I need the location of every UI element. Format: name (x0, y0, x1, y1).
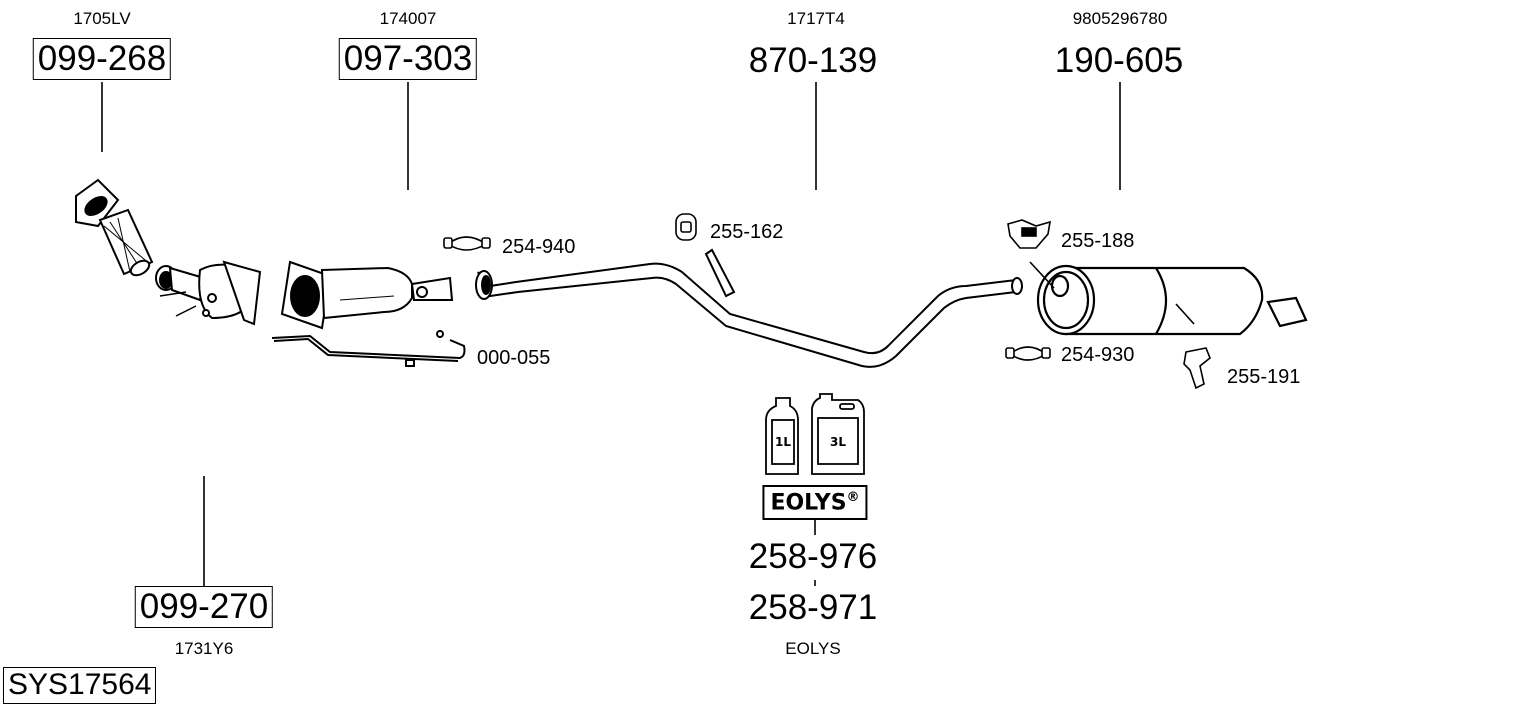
registered-mark: ® (846, 490, 860, 505)
oem-ref-190-605: 9805296780 (1072, 9, 1168, 28)
eolys-logo: EOLYS® (762, 485, 868, 521)
accessory-255-188[interactable]: 255-188 (1061, 230, 1135, 252)
particulate-filter-drawing (280, 260, 454, 330)
part-number-097-303[interactable]: 097-303 (338, 38, 478, 80)
part-number-099-270[interactable]: 099-270 (134, 586, 274, 628)
catalytic-converter-drawing (155, 260, 262, 326)
clamp-icon-254-940 (443, 236, 491, 251)
oem-ref-099-268: 1705LV (73, 9, 131, 28)
additive-bottles-drawing (765, 393, 865, 475)
eolys-caption: EOLYS (785, 639, 841, 658)
oem-ref-097-303: 174007 (379, 9, 437, 28)
system-id: SYS17564 (3, 667, 157, 704)
middle-pipe-drawing (475, 248, 1023, 368)
accessory-255-162[interactable]: 255-162 (710, 221, 784, 243)
rear-silencer-drawing (1029, 261, 1308, 336)
part-number-258-976[interactable]: 258-976 (748, 537, 878, 576)
oem-ref-099-270: 1731Y6 (174, 639, 234, 658)
canister-3l-label: 3L (830, 435, 846, 449)
eolys-logo-text: EOLYS (770, 490, 847, 516)
accessory-000-055[interactable]: 000-055 (477, 347, 551, 369)
accessory-254-940[interactable]: 254-940 (502, 236, 576, 258)
bracket-icon-255-188 (1007, 219, 1051, 249)
oem-ref-870-139: 1717T4 (787, 9, 845, 28)
clamp-icon-254-930 (1005, 346, 1051, 361)
bracket-icon-255-191 (1183, 347, 1211, 390)
bottle-1l-label: 1L (775, 435, 791, 449)
flex-pipe-drawing (75, 178, 154, 277)
part-number-870-139[interactable]: 870-139 (748, 41, 878, 80)
part-number-190-605[interactable]: 190-605 (1054, 41, 1184, 80)
accessory-254-930[interactable]: 254-930 (1061, 344, 1135, 366)
rubber-mount-icon-255-162 (675, 213, 697, 241)
part-number-099-268[interactable]: 099-268 (32, 38, 172, 80)
sensor-pipe-drawing (271, 330, 466, 367)
part-number-258-971[interactable]: 258-971 (748, 588, 878, 627)
accessory-255-191[interactable]: 255-191 (1227, 366, 1301, 388)
